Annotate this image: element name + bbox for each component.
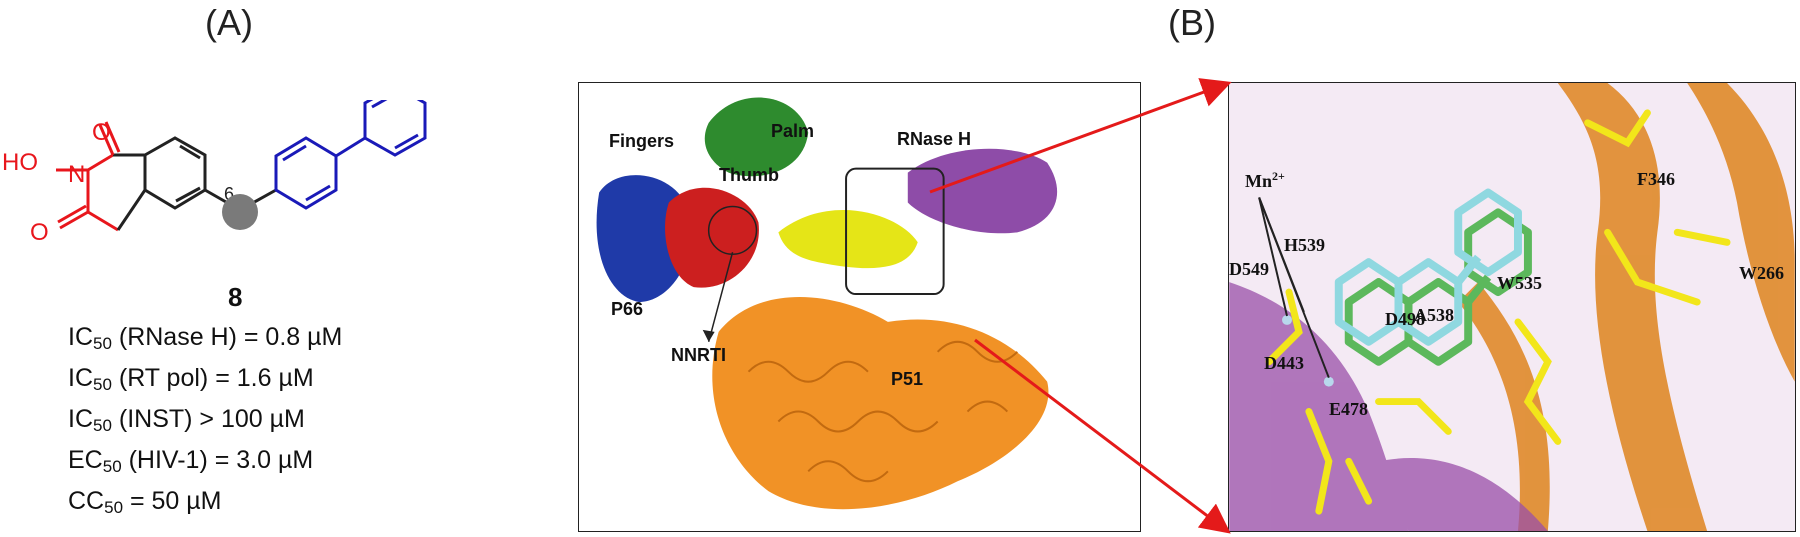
panel-label-a: (A): [205, 2, 253, 43]
nitrogen-label: N: [68, 161, 85, 188]
position-label: 6: [224, 184, 234, 204]
isoquinolinedione-core: [56, 121, 145, 232]
label-a538: A538: [1414, 305, 1454, 325]
label-fingers: Fingers: [609, 131, 675, 151]
label-w535: W535: [1497, 273, 1542, 293]
label-thumb: Thumb: [719, 165, 779, 185]
activity-list: IC50 (RNase H) = 0.8 µM IC50 (RT pol) = …: [68, 320, 342, 525]
rt-structure-panel: Fingers Palm RNase H Thumb P66 P51 NNRTI: [578, 82, 1141, 532]
label-e478: E478: [1329, 399, 1369, 419]
label-h539: H539: [1284, 235, 1326, 255]
active-site-box: [845, 167, 945, 296]
ligand-green: [1344, 208, 1532, 366]
p51-domain: [712, 297, 1049, 510]
carbonyl-o-bottom: O: [30, 219, 49, 246]
biphenyl-group: [274, 100, 427, 210]
nnrti-pointer-line: [707, 252, 734, 343]
palm-domain: [704, 97, 809, 177]
panel-label-b: (B): [1168, 2, 1216, 43]
carbonyl-o-top: O: [92, 119, 111, 146]
rnaseh-domain: [907, 148, 1058, 234]
label-p66: P66: [611, 299, 644, 319]
activity-item: CC50 = 50 µM: [68, 487, 222, 517]
purple-helices: [1229, 282, 1548, 531]
label-d549: D549: [1229, 259, 1269, 279]
label-palm: Palm: [771, 121, 815, 141]
thumb-domain: [665, 187, 759, 288]
label-p51: P51: [891, 369, 924, 389]
label-d498: D498: [1385, 309, 1425, 329]
mn-ion-1: [1282, 314, 1292, 325]
label-f346: F346: [1637, 169, 1675, 189]
fingers-domain: [596, 175, 691, 303]
mn-pointer-lines: [1258, 197, 1330, 379]
residue-sticks: [1265, 109, 1731, 515]
label-d443: D443: [1264, 353, 1304, 373]
active-site-drawing: [1229, 83, 1795, 531]
connection-domain: [778, 210, 918, 269]
label-mn: Mn2+: [1245, 169, 1285, 191]
substitution-site-marker: [222, 194, 258, 230]
compound-8-structure: O N HO O 6: [2, 100, 427, 246]
active-site-zoom-panel: Mn2+ H539 A538 F346 W266 D549 W535 D498 …: [1228, 82, 1796, 532]
mn-ion-2: [1323, 376, 1334, 387]
nnrti-arrowhead: [702, 329, 715, 342]
label-nnrti: NNRTI: [671, 345, 726, 365]
hydroxyl-label: HO: [2, 149, 38, 176]
orange-helices: [1458, 83, 1795, 531]
label-rnaseh: RNase H: [897, 129, 972, 149]
activity-item: IC50 (INST) > 100 µM: [68, 405, 305, 435]
activity-item: IC50 (RNase H) = 0.8 µM: [68, 323, 343, 353]
activity-item: EC50 (HIV-1) = 3.0 µM: [68, 446, 314, 476]
ligand-cyan: [1334, 188, 1522, 346]
compound-number: 8: [228, 282, 243, 312]
label-w266: W266: [1739, 263, 1784, 283]
activity-item: IC50 (RT pol) = 1.6 µM: [68, 364, 314, 394]
